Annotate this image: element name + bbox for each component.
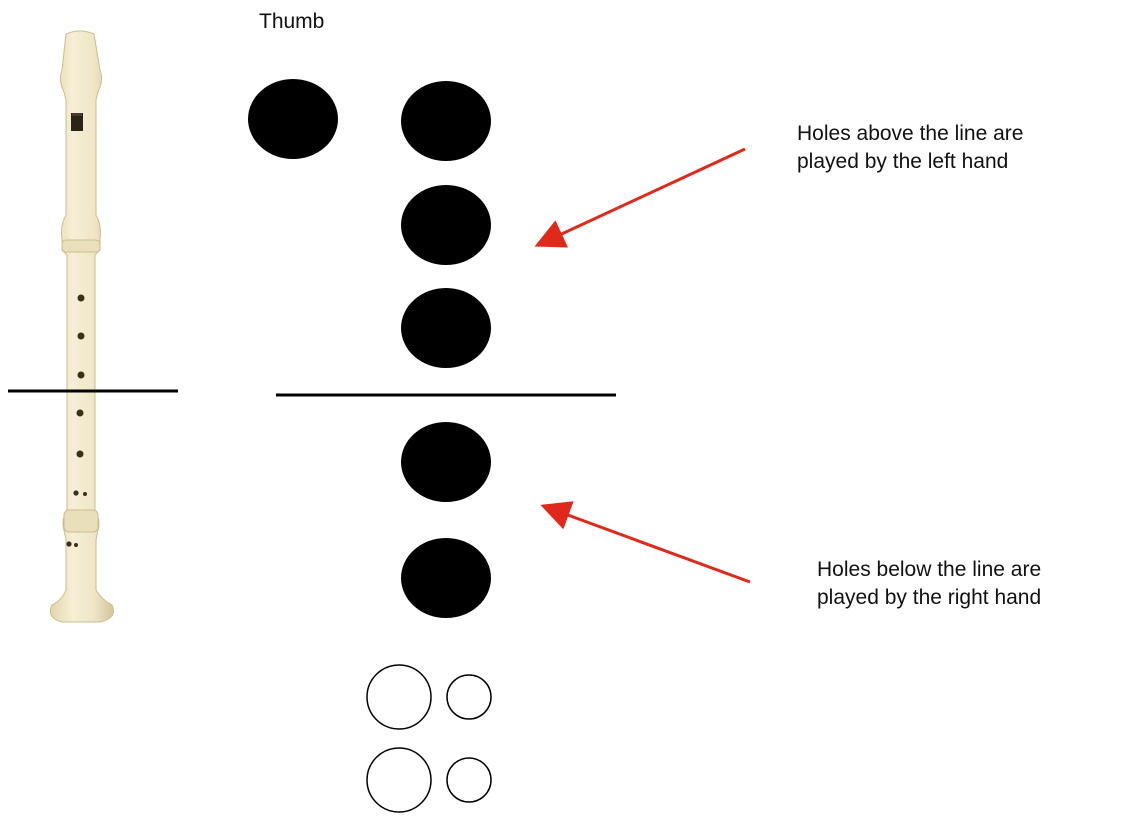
right-hand-note-line1: Holes below the line are	[817, 558, 1042, 581]
right-hand-hole-1	[401, 422, 491, 502]
right-hand-note: Holes below the line are played by the r…	[817, 556, 1041, 612]
right-hand-note-line2: played by the right hand	[817, 586, 1042, 609]
left-hand-note-line2: played by the left hand	[797, 150, 1009, 173]
left-hand-hole-1	[401, 81, 491, 161]
thumb-label: Thumb	[259, 10, 325, 33]
double-hole-2	[366, 747, 492, 813]
left-hand-note-line1: Holes above the line are	[797, 122, 1024, 145]
thumb-hole	[248, 79, 338, 159]
right-hand-arrow-icon	[540, 501, 751, 584]
recorder-icon	[49, 30, 114, 623]
double-hole-1	[366, 664, 492, 730]
left-hand-note: Holes above the line are played by the l…	[797, 120, 1023, 176]
left-hand-arrow-icon	[534, 147, 746, 248]
left-hand-hole-2	[401, 185, 491, 265]
left-hand-hole-3	[401, 288, 491, 368]
right-hand-hole-2	[401, 538, 491, 618]
